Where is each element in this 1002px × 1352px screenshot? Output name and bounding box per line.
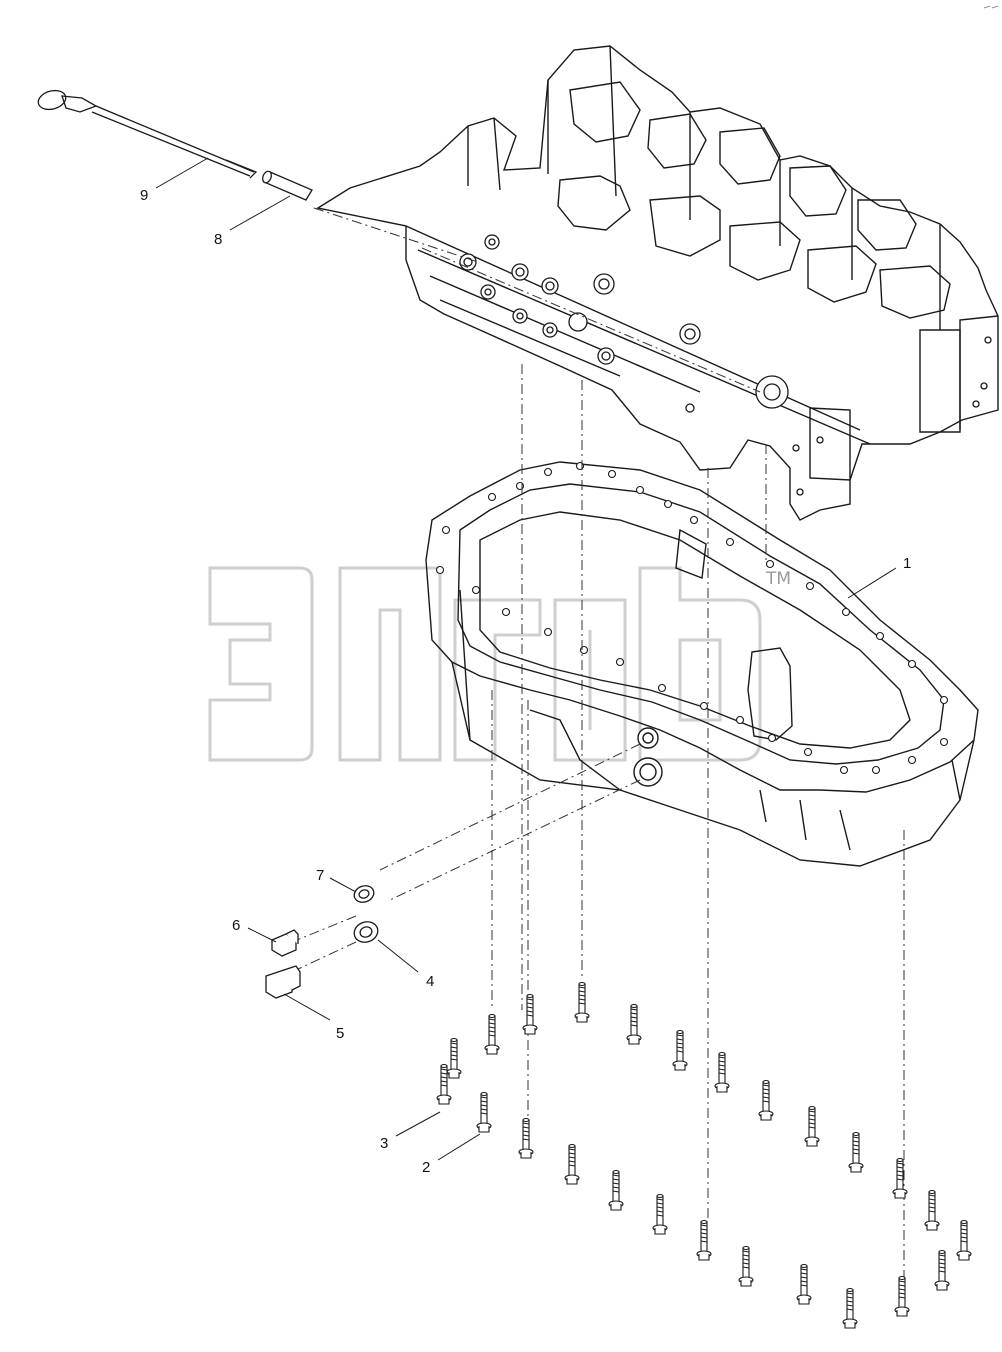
bolt [522, 993, 538, 1035]
callout-1: 1 [903, 555, 911, 572]
callout-8: 8 [214, 231, 222, 248]
bolt [924, 1189, 940, 1231]
bolt [436, 1063, 452, 1105]
bolt [892, 1157, 908, 1199]
bolt [626, 1003, 642, 1045]
bolt [484, 1013, 500, 1055]
bolt [652, 1193, 668, 1235]
callout-6: 6 [232, 917, 240, 934]
bolt [848, 1131, 864, 1173]
leader-1 [847, 567, 897, 599]
watermark-logo: TM [208, 566, 791, 762]
bolt [672, 1029, 688, 1071]
bolt [714, 1051, 730, 1093]
leader-8 [229, 195, 291, 231]
drain-plug-assembly [265, 885, 379, 999]
plug-5 [265, 965, 301, 999]
callout-3: 3 [380, 1135, 388, 1152]
callout-2: 2 [422, 1159, 430, 1176]
dipstick-part [37, 89, 258, 179]
callout-labels: 9 8 1 7 6 4 5 3 2 [140, 187, 911, 1176]
leader-5 [283, 993, 331, 1021]
bolt [564, 1143, 580, 1185]
leader-3 [395, 1111, 441, 1137]
callout-5: 5 [336, 1025, 344, 1042]
bolt [574, 981, 590, 1023]
bolt [934, 1249, 950, 1291]
callout-4: 4 [426, 973, 434, 990]
leader-2 [437, 1133, 481, 1161]
bolt [608, 1169, 624, 1211]
oil-pan-bolts [436, 981, 972, 1329]
watermark-trademark: TM [765, 569, 791, 589]
engine-block-part [316, 45, 999, 521]
callout-leader-lines [155, 157, 897, 1161]
oil-pan-part [425, 461, 979, 867]
leader-7 [329, 877, 357, 893]
washer-7 [353, 885, 375, 903]
bolt [758, 1079, 774, 1121]
dipstick-tube-part [262, 170, 313, 201]
engine-block-bolt-bosses [459, 234, 992, 496]
leader-9 [155, 157, 209, 189]
leader-6 [247, 927, 277, 943]
bolt [894, 1275, 910, 1317]
bolt [476, 1091, 492, 1133]
plug-6 [271, 929, 299, 957]
bolt [842, 1287, 858, 1329]
washer-4 [353, 921, 379, 943]
bolt [518, 1117, 534, 1159]
callout-7: 7 [316, 867, 324, 884]
leader-4 [377, 939, 419, 973]
bolt [796, 1263, 812, 1305]
bolt [446, 1037, 462, 1079]
bolt [804, 1105, 820, 1147]
callout-9: 9 [140, 187, 148, 204]
assembly-alignment-lines [291, 207, 905, 1280]
corner-mark [983, 5, 999, 9]
bolt [738, 1245, 754, 1287]
bolt [956, 1219, 972, 1261]
bolt [696, 1219, 712, 1261]
